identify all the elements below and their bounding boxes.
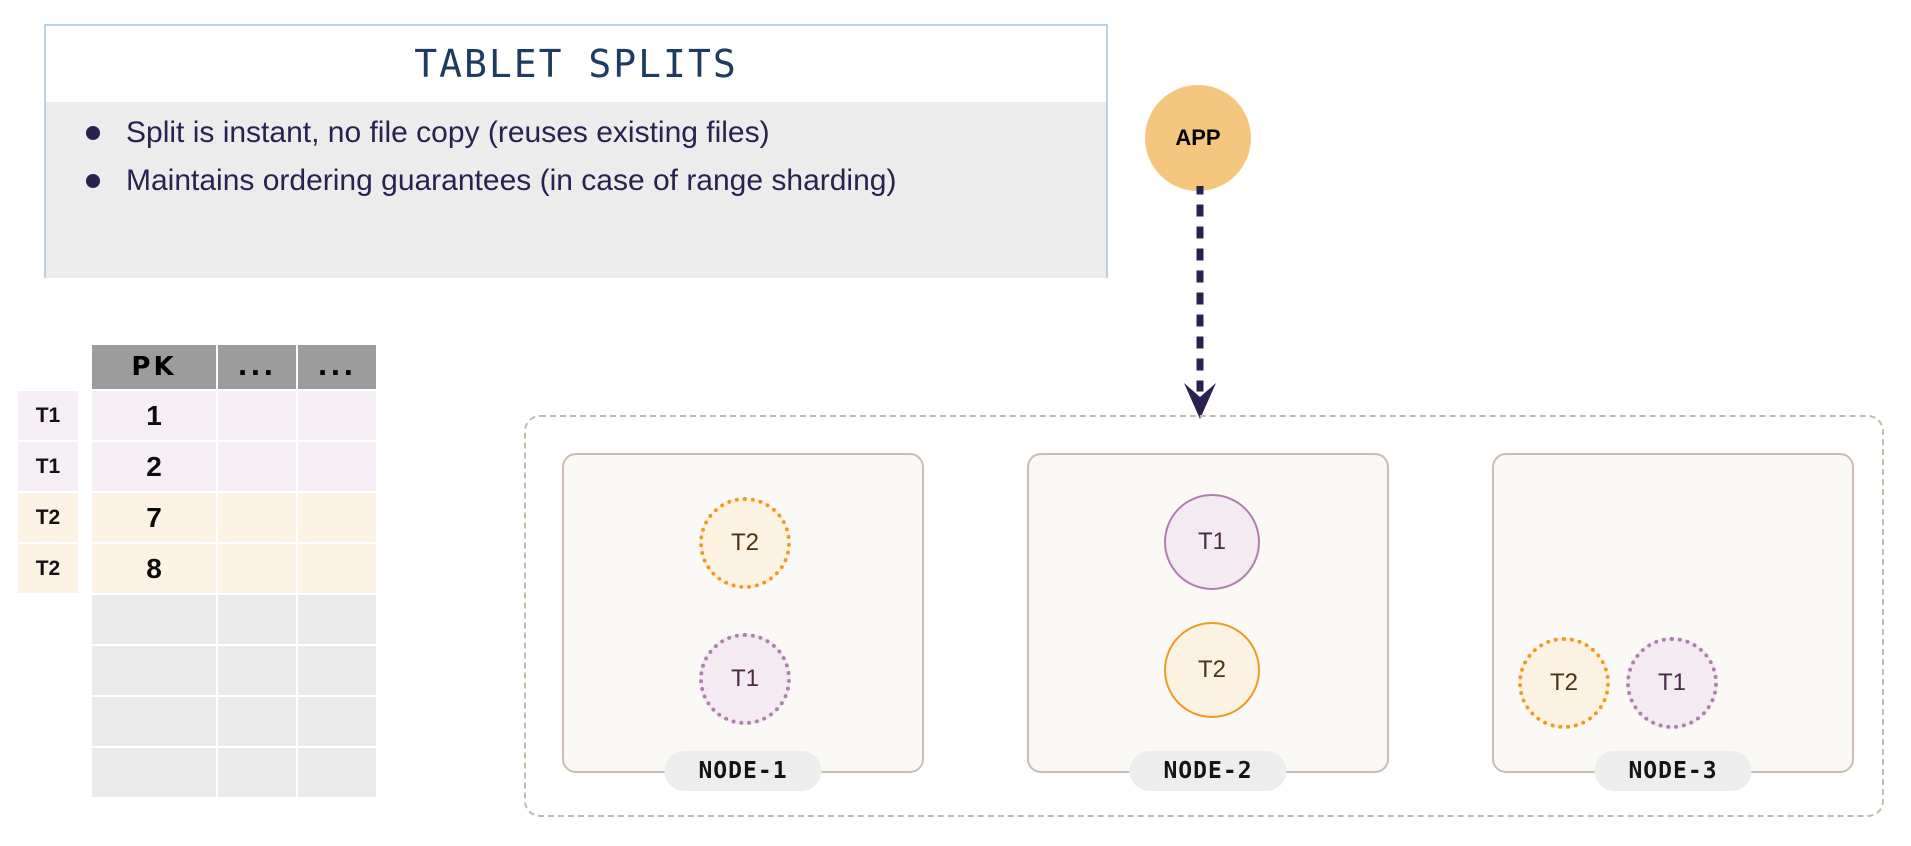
node-1: T2 T1 NODE-1: [562, 453, 924, 791]
table-row: T2 7: [18, 493, 418, 542]
tablet-label: T1: [1657, 669, 1686, 696]
cell-pk: [92, 748, 216, 797]
cell-pk: 2: [92, 442, 216, 491]
table-header-row: PK ... ...: [18, 345, 418, 389]
callout-title: TABLET SPLITS: [46, 26, 1106, 102]
cell-pk: 1: [92, 391, 216, 440]
cell-col3: [298, 442, 376, 491]
table-row: [18, 697, 418, 746]
row-label-spacer: [18, 697, 78, 746]
row-label-spacer: [18, 646, 78, 695]
cell-pk: [92, 697, 216, 746]
tablet-t1-node-3: T1: [1626, 637, 1718, 729]
tablet-label: T2: [730, 529, 759, 556]
row-tablet-label: T1: [18, 391, 78, 440]
bullet-item: Split is instant, no file copy (reuses e…: [72, 110, 1080, 156]
cell-col3: [298, 391, 376, 440]
node-1-label: NODE-1: [664, 751, 822, 791]
table-row: [18, 748, 418, 797]
cell-col2: [218, 595, 296, 644]
tablet-t2-node-1: T2: [699, 497, 791, 589]
tablet-t1-node-1: T1: [699, 633, 791, 725]
cell-col3: [298, 748, 376, 797]
tablet-label: T2: [1197, 656, 1226, 683]
table-row: [18, 595, 418, 644]
row-label-spacer: [18, 595, 78, 644]
bullet-dot-icon: [86, 126, 100, 140]
cell-col3: [298, 595, 376, 644]
cell-col3: [298, 544, 376, 593]
app-to-cluster-arrow-icon: [1184, 186, 1216, 419]
cell-col2: [218, 697, 296, 746]
table-row: T1 2: [18, 442, 418, 491]
bullet-item: Maintains ordering guarantees (in case o…: [72, 158, 1080, 204]
cell-col2: [218, 646, 296, 695]
bullet-dot-icon: [86, 173, 100, 188]
tablet-t2-node-3: T2: [1518, 637, 1610, 729]
callout-body: Split is instant, no file copy (reuses e…: [46, 102, 1106, 278]
app-node: APP: [1145, 85, 1251, 191]
column-header-3: ...: [298, 345, 376, 389]
tablet-label: T1: [1197, 528, 1226, 555]
tablet-splits-callout: TABLET SPLITS Split is instant, no file …: [44, 24, 1108, 278]
node-2-label: NODE-2: [1129, 751, 1287, 791]
bullet-text: Split is instant, no file copy (reuses e…: [126, 116, 770, 149]
cell-col3: [298, 493, 376, 542]
row-tablet-label: T1: [18, 442, 78, 491]
row-label-spacer: [18, 748, 78, 797]
cell-col2: [218, 748, 296, 797]
tablet-label: T1: [730, 665, 759, 692]
bullet-text: Maintains ordering guarantees (in case o…: [126, 163, 897, 197]
column-header-pk: PK: [92, 345, 216, 389]
cell-pk: [92, 595, 216, 644]
cell-col3: [298, 697, 376, 746]
row-label-spacer: [18, 345, 78, 389]
pk-table: PK ... ... T1 1 T1 2 T2 7 T2 8: [18, 345, 418, 799]
cell-pk: 8: [92, 544, 216, 593]
table-row: [18, 646, 418, 695]
cell-pk: [92, 646, 216, 695]
cell-col2: [218, 493, 296, 542]
cell-col2: [218, 544, 296, 593]
tablet-t1-node-2: T1: [1164, 494, 1260, 590]
row-tablet-label: T2: [18, 544, 78, 593]
table-row: T1 1: [18, 391, 418, 440]
table-row: T2 8: [18, 544, 418, 593]
cell-col2: [218, 391, 296, 440]
node-2: T1 T2 NODE-2: [1027, 453, 1389, 791]
node-3: T2 T1 NODE-3: [1492, 453, 1854, 791]
row-tablet-label: T2: [18, 493, 78, 542]
node-3-label: NODE-3: [1594, 751, 1752, 791]
tablet-t2-node-2: T2: [1164, 622, 1260, 718]
cell-col3: [298, 646, 376, 695]
tablet-label: T2: [1549, 669, 1578, 696]
cell-col2: [218, 442, 296, 491]
cell-pk: 7: [92, 493, 216, 542]
cluster-container: T2 T1 NODE-1 T1 T2 NODE-2 T2 T1 NODE-3: [524, 415, 1884, 817]
app-label: APP: [1175, 125, 1221, 150]
column-header-2: ...: [218, 345, 296, 389]
